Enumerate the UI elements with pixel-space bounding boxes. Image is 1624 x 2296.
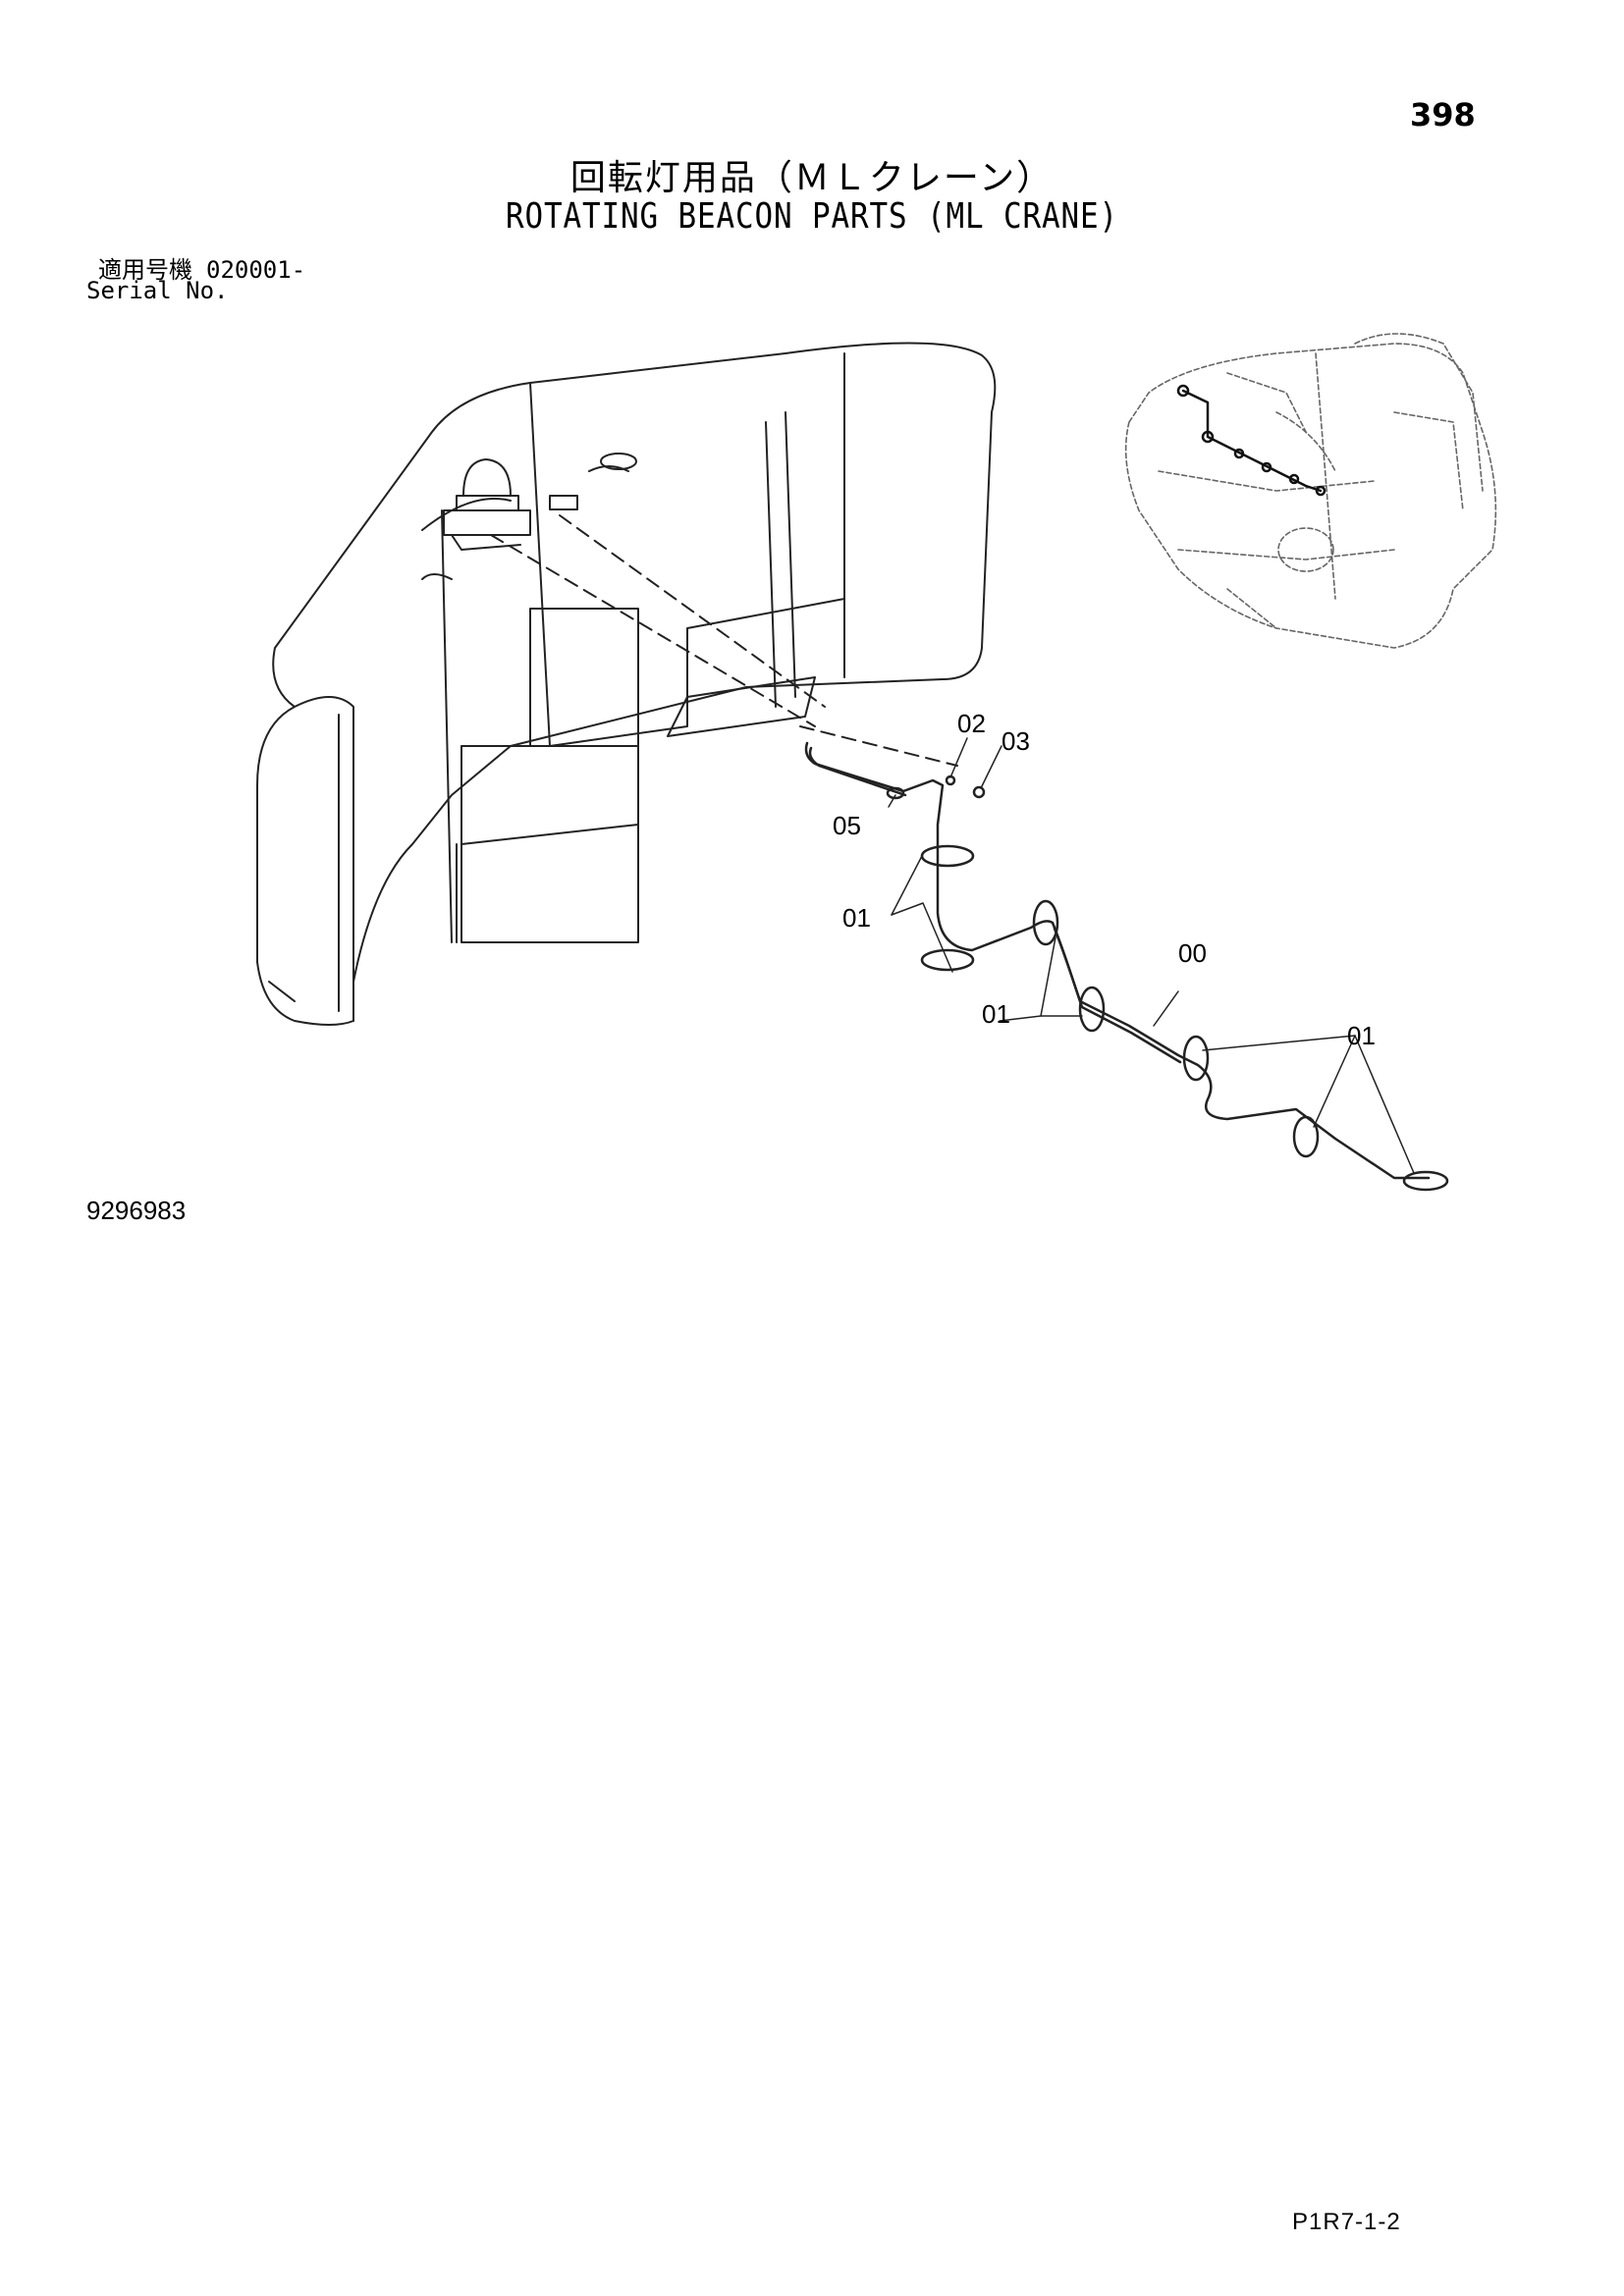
wiring-harness [804,741,1449,1192]
machine-locator-harness [1176,384,1326,497]
sheet-code: P1R7-1-2 [1292,2209,1401,2235]
callout-05: 05 [833,811,861,840]
drawing-number: 9296983 [86,1196,187,1225]
callout-01-middle: 01 [982,999,1010,1029]
title-english: ROTATING BEACON PARTS (ML CRANE) [506,196,1118,237]
callout-01-right: 01 [1347,1021,1376,1050]
callout-leaders [888,737,1415,1174]
machine-locator-sketch [1124,333,1497,649]
callout-01-upper: 01 [842,903,871,933]
callout-00: 00 [1178,938,1207,968]
title-japanese: 回転灯用品（ＭＬクレーン） [569,158,1055,198]
callout-03: 03 [1001,726,1030,756]
serial-value: 020001- [206,256,306,284]
leader-lines [490,514,958,767]
serial-label-jp: 適用号機 [98,256,192,284]
serial-label-jp-row: 適用号機 020001- [98,250,305,285]
serial-label-en: Serial No. [86,277,229,304]
page-number: 398 [1410,96,1476,133]
counterweight-housing [256,342,997,1026]
beacon-lamp [443,458,578,551]
callout-02: 02 [957,709,986,738]
